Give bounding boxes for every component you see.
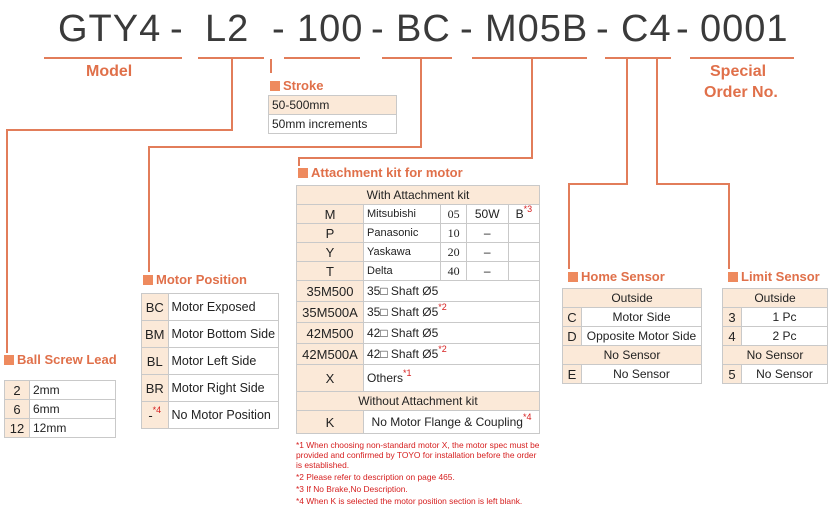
underline-special [690, 57, 794, 59]
code-lead: L2 [205, 8, 250, 50]
code-separator: - [676, 8, 690, 50]
code-separator: - [272, 8, 286, 50]
home-sensor-title: Home Sensor [568, 269, 665, 284]
without-attachment-header: Without Attachment kit [296, 391, 540, 411]
stroke-range: 50-500mm [268, 95, 397, 115]
code-sensor: C4 [621, 8, 672, 50]
footnote-4: *4 When K is selected the motor position… [296, 496, 523, 506]
model-label: Model [86, 63, 133, 80]
motor-position-title: Motor Position [143, 272, 247, 287]
code-motor-kit: M05B [485, 8, 589, 50]
code-separator: - [170, 8, 184, 50]
code-motor-position: BC [396, 8, 451, 50]
code-series: GTY4 [58, 8, 162, 50]
ball-screw-lead-title: Ball Screw Lead [4, 352, 117, 367]
footnote-2: *2 Please refer to description on page 4… [296, 472, 455, 482]
code-separator: - [371, 8, 385, 50]
attachment-kit-table: With Attachment kit M Mitsubishi 05 50W … [296, 185, 541, 434]
code-special: 0001 [700, 8, 789, 50]
underline-motor-kit [472, 57, 587, 59]
code-separator: - [596, 8, 610, 50]
underline-stroke [284, 57, 360, 59]
stroke-table: 50-500mm 50mm increments [268, 95, 397, 134]
special-label-2: Order No. [704, 84, 778, 101]
footnotes: *1 When choosing non-standard motor X, t… [296, 440, 540, 508]
stroke-title: Stroke [270, 78, 323, 93]
code-separator: - [460, 8, 474, 50]
underline-sensor [605, 57, 671, 59]
special-label-1: Special [710, 63, 767, 80]
underline-model [44, 57, 182, 59]
with-attachment-header: With Attachment kit [296, 185, 540, 205]
code-stroke: 100 [297, 8, 364, 50]
underline-lead [198, 57, 264, 59]
underline-motor-position [382, 57, 452, 59]
stroke-increment: 50mm increments [268, 114, 397, 134]
footnote-1: *1 When choosing non-standard motor X, t… [296, 440, 540, 470]
attachment-kit-title: Attachment kit for motor [298, 165, 463, 180]
footnote-3: *3 If No Brake,No Description. [296, 484, 408, 494]
limit-sensor-title: Limit Sensor [728, 269, 820, 284]
